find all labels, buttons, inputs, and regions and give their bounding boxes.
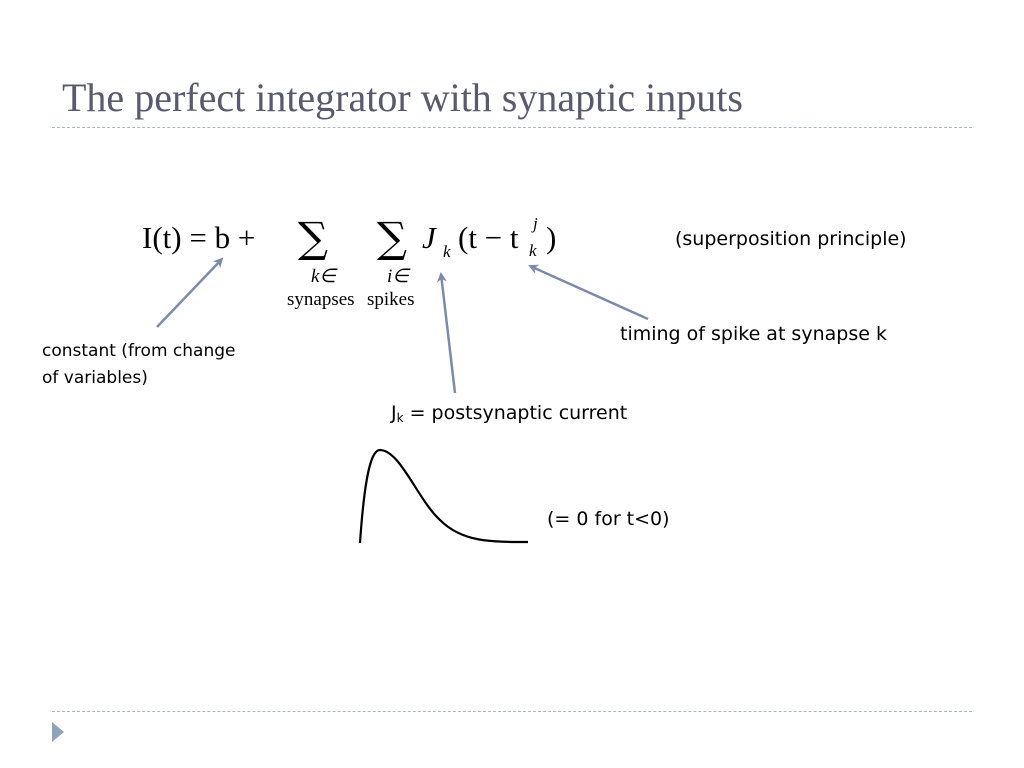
postsynaptic-current-curve <box>358 448 529 544</box>
footer-divider <box>52 711 972 712</box>
postsynaptic-current-note: Jk = postsynaptic current <box>391 401 627 430</box>
arrow-postsynaptic <box>436 272 457 394</box>
jk-description: = postsynaptic current <box>403 402 628 424</box>
sum1-label: synapses <box>287 289 355 310</box>
constant-note-line1: constant (from change <box>42 341 236 361</box>
superposition-note: (superposition principle) <box>675 228 907 250</box>
term-t-subscript: k <box>529 241 537 260</box>
sum-over-spikes: ∑ <box>377 213 407 262</box>
sum2-subscript: i∈ <box>387 266 409 287</box>
sum-over-synapses: ∑ <box>298 213 328 262</box>
term-J-subscript: k <box>443 242 451 261</box>
constant-note: constant (from change of variables) <box>42 338 235 392</box>
arrow-timing <box>528 264 649 321</box>
term-t-superscript: j <box>533 214 538 233</box>
sum1-subscript: k∈ <box>311 266 336 287</box>
jk-symbol: J <box>391 402 397 424</box>
slide-title: The perfect integrator with synaptic inp… <box>62 75 743 120</box>
triangle-bullet-icon <box>52 722 64 742</box>
term-J: J <box>422 220 436 255</box>
sum2-label: spikes <box>367 289 415 310</box>
constant-note-line2: of variables) <box>42 368 148 388</box>
term-close: ) <box>546 220 557 255</box>
zero-note: (= 0 for t<0) <box>547 508 670 530</box>
equation-lhs: I(t) = b + <box>142 220 256 255</box>
arrow-constant <box>156 257 224 328</box>
timing-note: timing of spike at synapse k <box>620 323 887 345</box>
term-open: (t − t <box>458 220 519 255</box>
jk-subscript: k <box>396 411 404 425</box>
title-divider <box>52 127 972 128</box>
